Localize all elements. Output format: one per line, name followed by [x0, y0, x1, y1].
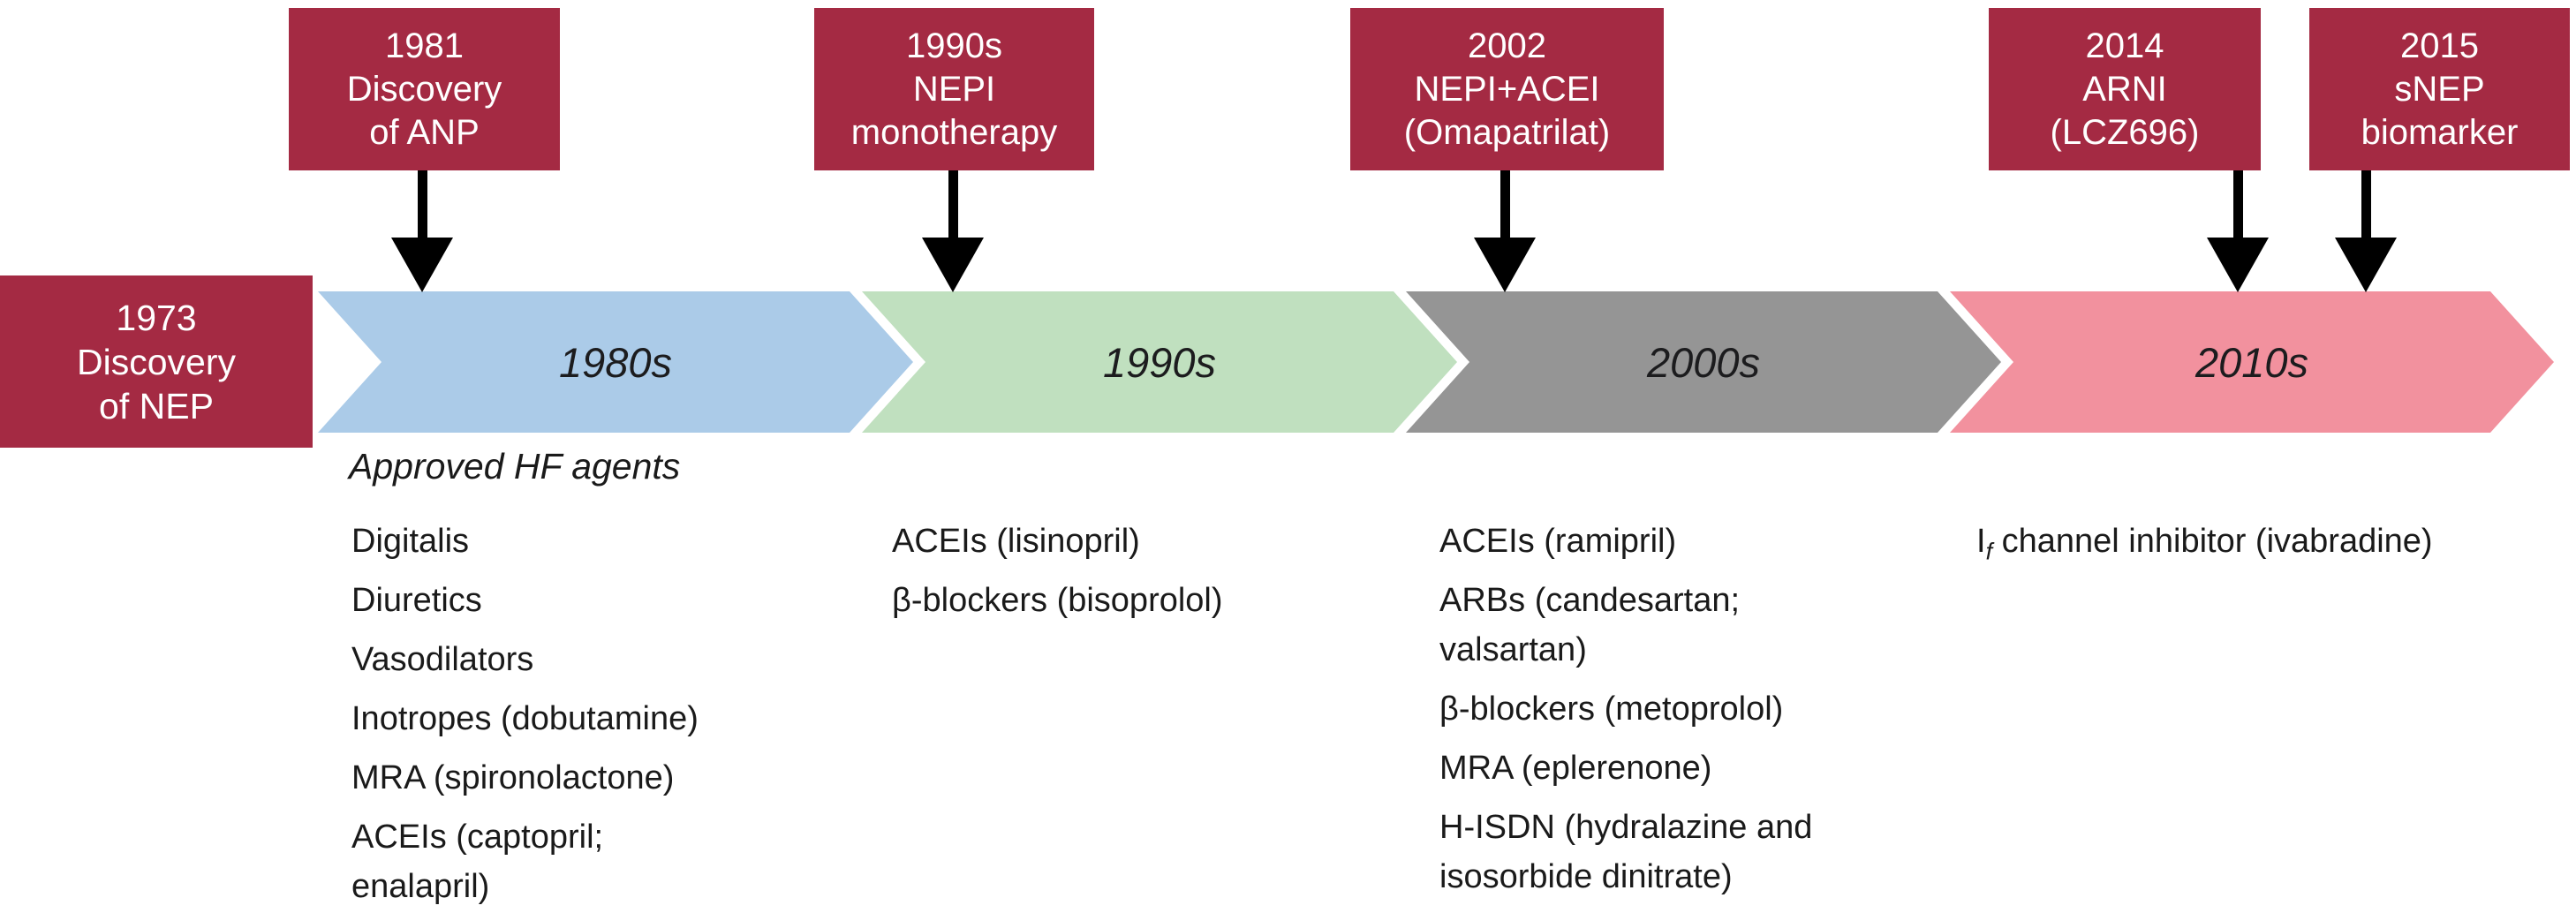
agent-item-line: Vasodilators [351, 641, 534, 678]
arrow-stem [2232, 170, 2243, 238]
decade-chevron-2010s [1950, 291, 2554, 433]
agent-item: Diuretics [351, 576, 846, 625]
agent-item-line: enalapril) [351, 868, 490, 905]
decade-chevron-1980s [318, 291, 913, 433]
origin-line: 1973 [116, 297, 197, 338]
agent-item: ACEIs (ramipril) [1439, 517, 1969, 566]
agent-column-1980s: Digitalis Diuretics Vasodilators Inotrop… [351, 517, 846, 913]
agent-item-line: Digitalis [351, 523, 470, 560]
agent-item: Inotropes (dobutamine) [351, 694, 846, 743]
origin-line: of NEP [99, 385, 214, 426]
agent-column-1990s: ACEIs (lisinopril) β-blockers (bisoprolo… [892, 517, 1422, 635]
agent-item: Vasodilators [351, 635, 846, 684]
agent-item-line: ACEIs (lisinopril) [892, 523, 1140, 560]
agent-item-line: ARBs (candesartan; [1439, 582, 1741, 619]
agent-item-line: valsartan) [1439, 631, 1587, 668]
agent-item: MRA (spironolactone) [351, 753, 846, 803]
agent-item-line: β-blockers (bisoprolol) [892, 582, 1223, 619]
milestone-line: monotherapy [850, 112, 1058, 152]
agent-item-line: H-ISDN (hydralazine and [1439, 809, 1813, 846]
agent-column-2010s: If channel inhibitor (ivabradine) [1976, 517, 2559, 586]
milestone-line: NEPI [912, 69, 996, 109]
milestone-line: (Omapatrilat) [1403, 112, 1611, 152]
agent-item-line: ACEIs (captopril; [351, 819, 604, 856]
agent-item: H-ISDN (hydralazine and isosorbide dinit… [1439, 803, 1969, 902]
milestone-line: of ANP [369, 112, 480, 152]
milestone-line: 1990s [906, 26, 1002, 65]
arrow-head [2207, 238, 2269, 292]
decade-chevron-1990s [862, 291, 1457, 433]
agent-item-line: β-blockers (metoprolol) [1439, 690, 1784, 728]
decade-chevron-2000s [1406, 291, 2001, 433]
agent-item: If channel inhibitor (ivabradine) [1976, 517, 2559, 577]
agent-item-line: ACEIs (ramipril) [1439, 523, 1677, 560]
arrow-stem [2361, 170, 2371, 238]
milestone-box-1981-anp: 1981 Discovery of ANP [289, 8, 560, 170]
agent-item-text: I [1976, 523, 1986, 560]
milestone-line: 2014 [2085, 26, 2164, 65]
milestone-line: Discovery [346, 69, 502, 109]
milestone-line: ARNI [2082, 69, 2167, 109]
agent-item: β-blockers (metoprolol) [1439, 684, 1969, 734]
agent-item-line: Diuretics [351, 582, 482, 619]
milestone-line: NEPI+ACEI [1414, 69, 1600, 109]
milestone-line: 1981 [385, 26, 464, 65]
arrow-head [2335, 238, 2397, 292]
agent-item-line: isosorbide dinitrate) [1439, 858, 1733, 895]
milestone-line: 2002 [1468, 26, 1546, 65]
arrow-head [922, 238, 984, 292]
arrow-head [1474, 238, 1536, 292]
agent-item: ACEIs (captopril; enalapril) [351, 812, 846, 911]
agent-item-line: Inotropes (dobutamine) [351, 700, 699, 737]
decade-label-1990s: 1990s [1102, 338, 1217, 386]
milestone-box-2002-omapatrilat: 2002 NEPI+ACEI (Omapatrilat) [1350, 8, 1664, 170]
arrow-stem [948, 170, 958, 238]
milestone-line: sNEP [2394, 69, 2485, 109]
agent-column-2000s: ACEIs (ramipril) ARBs (candesartan; vals… [1439, 517, 1969, 911]
milestone-line: (LCZ696) [2050, 112, 2200, 152]
decade-label-2000s: 2000s [1646, 338, 1761, 386]
agent-item-line: MRA (spironolactone) [351, 759, 675, 796]
agent-item-subscript: f [1985, 538, 1993, 565]
down-arrow-icon [2335, 170, 2397, 292]
down-arrow-icon [391, 170, 453, 292]
milestone-box-2015-snep: 2015 sNEP biomarker [2309, 8, 2570, 170]
arrow-stem [1500, 170, 1510, 238]
origin-line: Discovery [77, 341, 236, 382]
agent-item: MRA (eplerenone) [1439, 743, 1969, 793]
agent-item: ACEIs (lisinopril) [892, 517, 1422, 566]
milestone-box-2014-arni: 2014 ARNI (LCZ696) [1989, 8, 2261, 170]
decade-label-2010s: 2010s [2195, 338, 2309, 386]
agent-item: Digitalis [351, 517, 846, 566]
agent-item-text: channel inhibitor (ivabradine) [1992, 523, 2433, 560]
origin-box-1973-discovery-of-nep: 1973 Discovery of NEP [0, 275, 313, 448]
milestone-line: biomarker [2361, 112, 2519, 152]
agent-item: ARBs (candesartan; valsartan) [1439, 576, 1969, 675]
milestone-box-1990s-nepi: 1990s NEPI monotherapy [814, 8, 1094, 170]
down-arrow-icon [2207, 170, 2269, 292]
milestone-line: 2015 [2400, 26, 2479, 65]
decade-label-1980s: 1980s [558, 338, 673, 386]
arrow-stem [417, 170, 427, 238]
agents-header: Approved HF agents [349, 446, 681, 487]
down-arrow-icon [922, 170, 984, 292]
agent-item-line: MRA (eplerenone) [1439, 750, 1712, 787]
agent-item: β-blockers (bisoprolol) [892, 576, 1422, 625]
arrow-head [391, 238, 453, 292]
down-arrow-icon [1474, 170, 1536, 292]
